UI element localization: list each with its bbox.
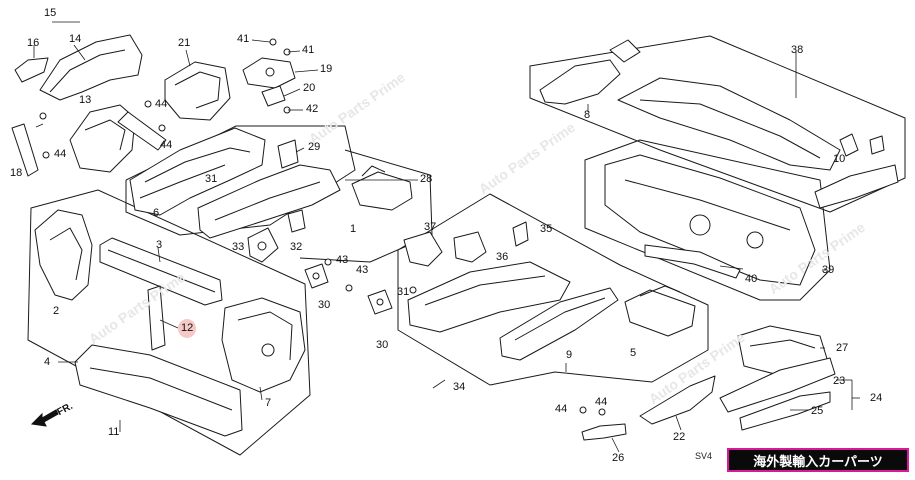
callout-41: 41 [237, 33, 250, 45]
part-39-panel [605, 155, 815, 285]
callout-11: 11 [108, 426, 120, 438]
part-23-rail [720, 358, 835, 412]
part-20-bracket [262, 86, 285, 106]
callout-24: 24 [870, 392, 883, 404]
part-31-rail [198, 165, 340, 238]
part-19-plate [243, 58, 295, 88]
part-35-bracket [513, 222, 528, 246]
callout-10: 10 [833, 153, 846, 165]
callout-12: 12 [178, 319, 197, 338]
group-box-38 [529, 35, 906, 213]
part-29-bracket [278, 140, 298, 168]
part-26-bracket [582, 424, 626, 440]
part-34-rail [408, 262, 570, 332]
shop-banner: 海外製輸入カーパーツ [727, 448, 909, 472]
callout-44: 44 [160, 139, 173, 151]
front-arrow-icon [30, 409, 59, 427]
part-1-bracket [352, 166, 412, 210]
part-11-beam [75, 345, 242, 436]
callout-7: 7 [265, 397, 272, 409]
callout-36: 36 [496, 251, 509, 263]
part-12-stay [148, 286, 165, 350]
callout-8: 8 [584, 109, 591, 121]
bolt-icons [39, 38, 606, 416]
callout-18: 18 [10, 167, 23, 179]
callout-2: 2 [53, 305, 60, 317]
part-25-rail [740, 392, 830, 430]
callout-40: 40 [745, 273, 758, 285]
group-box-39 [584, 139, 831, 301]
callout-41: 41 [302, 44, 315, 56]
part-32-bracket [288, 210, 305, 232]
part-18-strut [12, 124, 38, 176]
callout-31: 31 [205, 173, 218, 185]
callout-43: 43 [336, 254, 349, 266]
callout-35: 35 [540, 223, 553, 235]
callout-44: 44 [555, 403, 568, 415]
part-21-box [165, 62, 230, 120]
callout-22: 22 [673, 431, 686, 443]
callout-20: 20 [303, 82, 316, 94]
callout-30: 30 [318, 299, 331, 311]
callout-33: 33 [232, 241, 245, 253]
part-37-bracket [404, 232, 442, 266]
callout-43: 43 [356, 264, 369, 276]
part-30-plate-a [305, 264, 328, 288]
callout-3: 3 [156, 239, 163, 251]
callout-32: 32 [290, 241, 303, 253]
part-2-panel [35, 210, 92, 300]
callout-37: 37 [424, 221, 437, 233]
callout-39: 39 [822, 264, 835, 276]
callout-21: 21 [178, 37, 191, 49]
group-box-center [27, 189, 311, 456]
callout-29: 29 [308, 141, 321, 153]
part-22-bracket [640, 376, 715, 424]
callout-44: 44 [155, 98, 168, 110]
part-38-strip [815, 165, 898, 208]
part-36-bracket [454, 232, 486, 262]
part-40-strip [645, 245, 740, 278]
callout-44: 44 [54, 148, 67, 160]
callout-1: 1 [350, 223, 357, 235]
part-5-bracket [625, 286, 695, 336]
callout-23: 23 [833, 375, 846, 387]
group-box-34 [397, 193, 709, 386]
callout-26: 26 [612, 452, 625, 464]
part-6-frame [130, 128, 265, 215]
part-14-bracket [15, 35, 142, 100]
callout-5: 5 [630, 347, 637, 359]
callout-38: 38 [791, 44, 804, 56]
part-33-bracket [248, 228, 278, 262]
part-9-rail [500, 288, 618, 360]
callout-13: 13 [79, 94, 92, 106]
callout-16: 16 [27, 37, 40, 49]
callout-19: 19 [320, 63, 333, 75]
callout-34: 34 [453, 381, 466, 393]
drawing-code: SV4 [695, 451, 713, 461]
callout-6: 6 [153, 207, 160, 219]
part-38-panel [618, 78, 840, 170]
callout-4: 4 [44, 356, 51, 368]
callout-9: 9 [566, 349, 573, 361]
callout-42: 42 [306, 103, 319, 115]
part-10-clip [840, 134, 884, 156]
callout-27: 27 [836, 342, 849, 354]
callout-31: 31 [397, 286, 410, 298]
callout-14: 14 [69, 33, 82, 45]
leader-lines [33, 21, 860, 453]
part-30-plate-b [368, 290, 392, 314]
callout-25: 25 [811, 405, 824, 417]
shop-banner-text: 海外製輸入カーパーツ [753, 454, 883, 470]
part-3-crossmember [100, 238, 222, 305]
callout-30: 30 [376, 339, 389, 351]
callout-15: 15 [44, 7, 57, 19]
part-7-panel [222, 298, 305, 392]
part-strut-bar [118, 112, 166, 150]
part-8-bracket [540, 40, 640, 104]
callout-44: 44 [595, 396, 608, 408]
callout-28: 28 [420, 173, 433, 185]
